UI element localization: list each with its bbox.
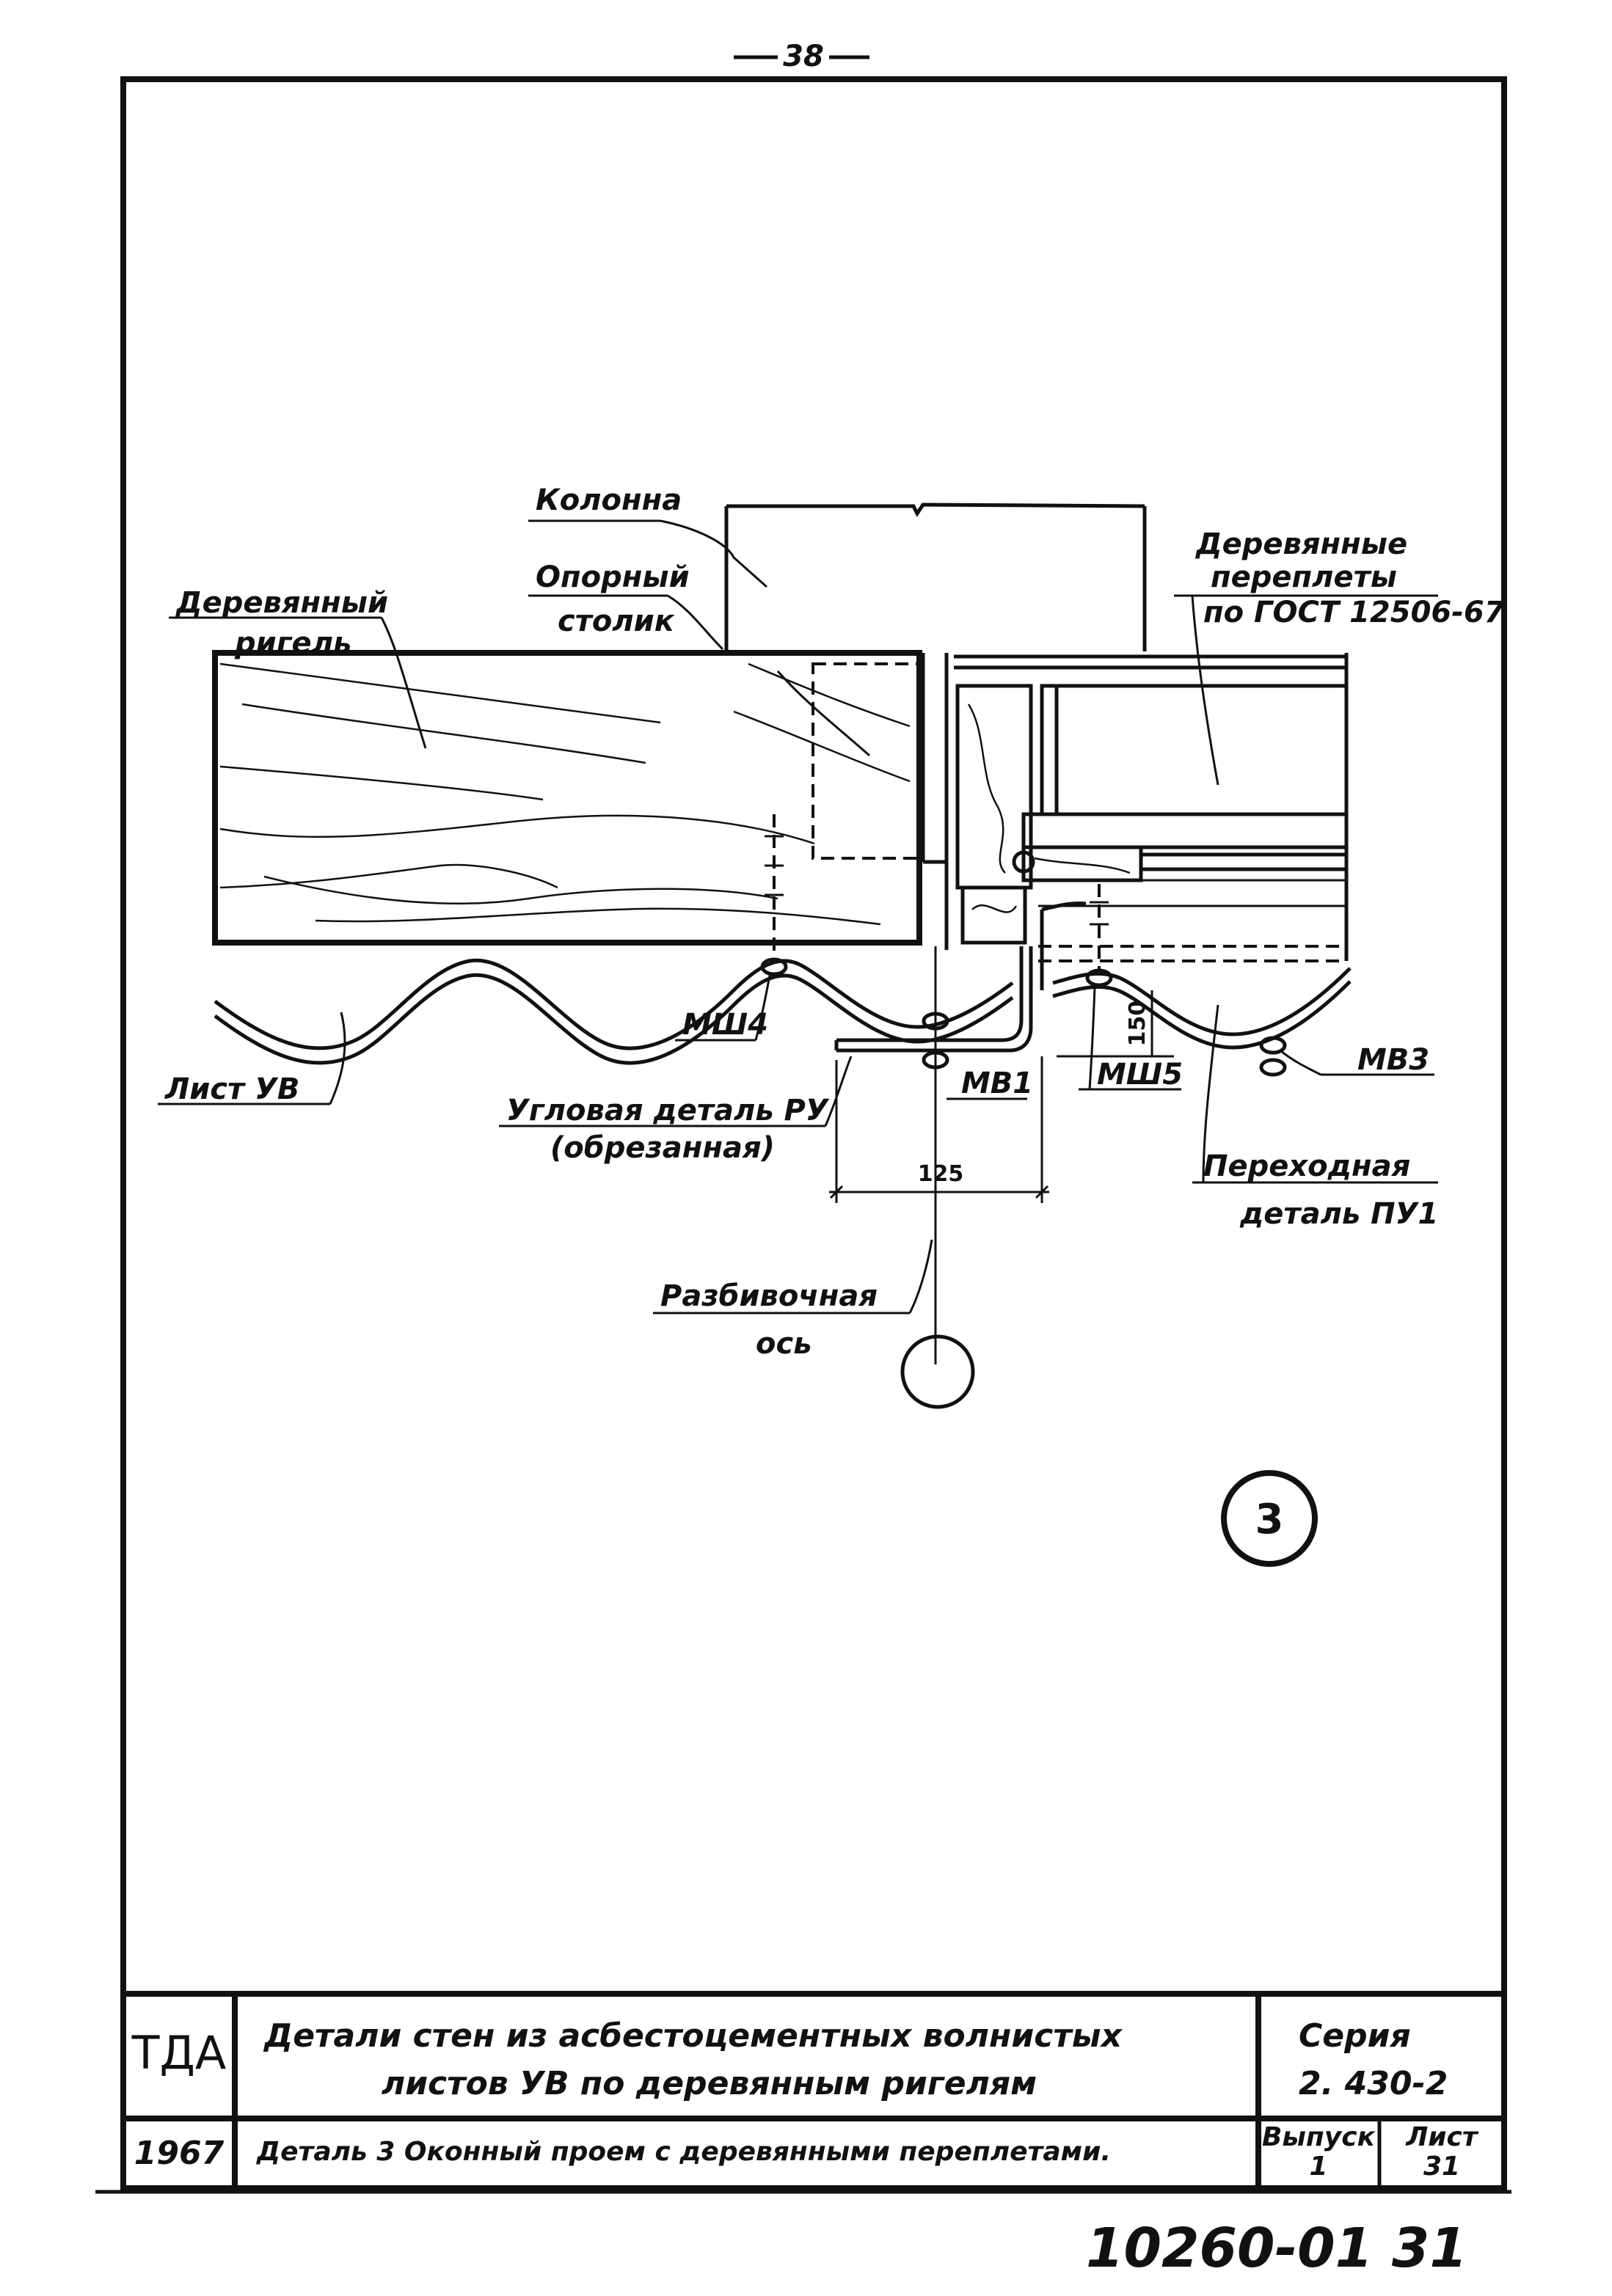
label-mv3: МВ3 — [1357, 1043, 1429, 1077]
title-block-title-line1: Детали стен из асбестоцементных волнисты… — [263, 2017, 1123, 2055]
bolt-right — [1090, 884, 1109, 976]
footer-code: 10260-01 31 — [1086, 2217, 1467, 2280]
label-wood-girder-1: Деревянный — [175, 586, 388, 620]
label-mw4: МШ4 — [682, 1008, 768, 1042]
leader-sheet-uv — [329, 1012, 346, 1105]
washer-mw5 — [1085, 968, 1113, 987]
corrugated-sheet-right — [1052, 967, 1352, 1050]
leader-support-table — [667, 594, 870, 757]
label-wood-frames-2: переплеты — [1211, 560, 1397, 594]
leader-axis — [908, 1239, 933, 1314]
title-block — [123, 1991, 1504, 2188]
title-block-issue-label: Выпуск — [1262, 2122, 1376, 2152]
title-block-subtitle: Деталь 3 Оконный проем с деревянными пер… — [256, 2137, 1111, 2167]
leader-mw5 — [1088, 986, 1096, 1090]
label-transition-part-2: деталь ПУ1 — [1239, 1197, 1438, 1231]
dimension-125-label: 125 — [918, 1161, 964, 1187]
drawing-frame — [120, 76, 1507, 2191]
detail-marker-number: 3 — [1255, 1496, 1284, 1543]
title-block-series-label: Серия — [1299, 2017, 1411, 2055]
dimension-150-label: 150 — [1125, 1001, 1150, 1047]
label-corner-part-1: Угловая деталь РУ — [506, 1094, 830, 1127]
detail-marker-circle — [1221, 1470, 1318, 1567]
leader-transition-part — [1202, 1004, 1219, 1183]
bolt-left — [765, 814, 784, 961]
hinge-circle — [1012, 850, 1035, 874]
title-block-year: 1967 — [134, 2135, 225, 2172]
label-sheet-uv: Лист УВ — [164, 1072, 299, 1106]
window-frames — [954, 653, 1349, 962]
label-wood-frames-1: Деревянные — [1195, 527, 1407, 561]
label-wood-girder-2: ригель — [234, 626, 351, 660]
axis-circle-marker — [900, 1334, 975, 1409]
support-table-outline — [812, 662, 923, 860]
title-block-sheet-label: Лист — [1405, 2122, 1478, 2152]
label-wood-frames-3: по ГОСТ 12506-67 — [1203, 596, 1505, 629]
wood-girder — [212, 650, 922, 946]
label-axis-2: ось — [756, 1327, 812, 1361]
washer-mv1 — [922, 1012, 949, 1070]
label-column: Колонна — [536, 483, 682, 517]
dimension-125 — [829, 1056, 1049, 1203]
leader-wood-girder — [380, 617, 427, 749]
column — [724, 502, 1147, 651]
title-block-issue-value: 1 — [1309, 2151, 1327, 2182]
title-block-sheet-value: 31 — [1423, 2151, 1460, 2182]
page-number: 38 — [783, 40, 824, 73]
label-support-table-1: Опорный — [536, 560, 690, 594]
corrugated-sheet-left — [214, 958, 1014, 1065]
leader-corner-part — [824, 1056, 853, 1127]
title-block-title-line2: листов УВ по деревянным ригелям — [382, 2065, 1037, 2102]
seal-block — [960, 885, 1027, 945]
leader-mv3 — [1280, 1049, 1321, 1076]
leader-column — [660, 519, 767, 588]
label-transition-part-1: Переходная — [1203, 1149, 1410, 1183]
label-support-table-2: столик — [558, 604, 675, 638]
label-axis-1: Разбивочная — [660, 1279, 878, 1313]
label-mv1: МВ1 — [961, 1067, 1033, 1100]
corner-part-ru — [834, 946, 1033, 1053]
washer-mv3 — [1259, 1036, 1287, 1077]
dimension-150 — [1057, 990, 1174, 1058]
leader-mw4 — [754, 971, 772, 1041]
washer-mw4 — [760, 957, 788, 976]
transition-part-pu1 — [1040, 902, 1087, 990]
title-block-series-value: 2. 430-2 — [1299, 2065, 1448, 2102]
label-mw5: МШ5 — [1097, 1058, 1183, 1092]
label-corner-part-2: (обрезанная) — [550, 1131, 775, 1165]
leader-wood-frames — [1191, 595, 1219, 786]
title-block-org: ТДА — [131, 2026, 227, 2080]
